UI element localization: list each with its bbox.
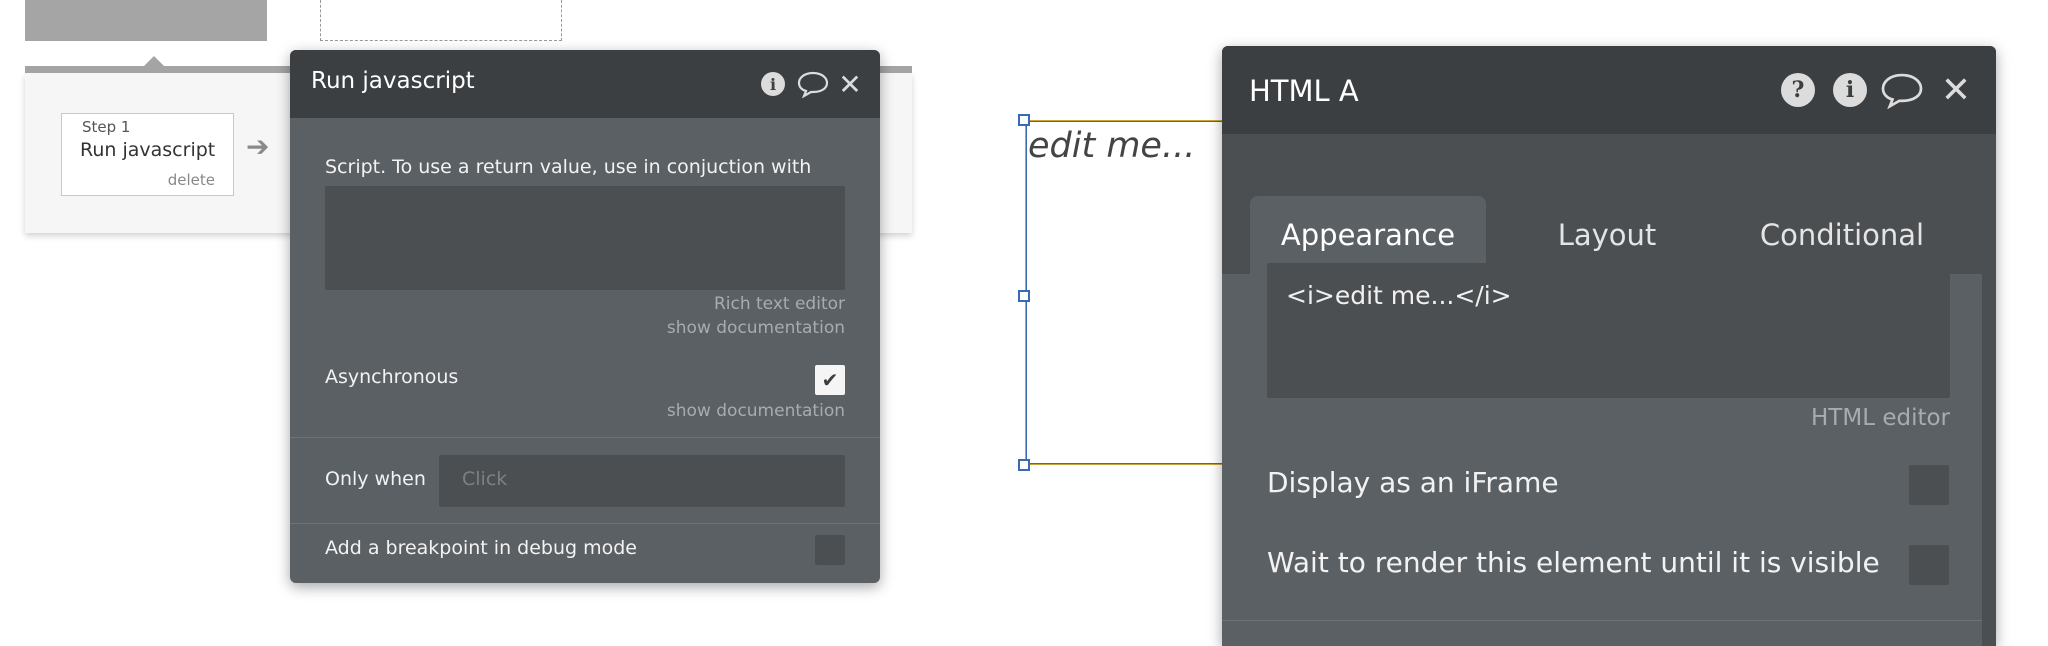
only-when-label: Only when bbox=[325, 468, 426, 490]
panel-header: Run javascript i ✕ bbox=[290, 50, 880, 118]
panel-title: Run javascript bbox=[311, 68, 475, 94]
panel-title: HTML A bbox=[1249, 74, 1359, 108]
rich-text-editor-link[interactable]: Rich text editor bbox=[713, 294, 845, 314]
divider bbox=[290, 523, 880, 524]
resize-handle-top-left[interactable] bbox=[1018, 114, 1030, 126]
asynchronous-label: Asynchronous bbox=[325, 366, 459, 388]
panel-header: HTML A ? i ✕ bbox=[1222, 46, 1996, 134]
script-label: Script. To use a return value, use in co… bbox=[325, 156, 812, 178]
comment-icon[interactable] bbox=[1878, 46, 1926, 134]
workflow-pointer bbox=[142, 56, 166, 68]
workflow-step-card[interactable]: Step 1 Run javascript delete bbox=[61, 113, 234, 196]
divider bbox=[1222, 620, 1982, 621]
resize-handle-bottom-left[interactable] bbox=[1018, 459, 1030, 471]
html-properties-panel: HTML A ? i ✕ Appearance Layout Condition… bbox=[1222, 46, 1996, 646]
step-title: Run javascript bbox=[80, 139, 216, 161]
html-editor-link[interactable]: HTML editor bbox=[1811, 405, 1950, 431]
html-element-text: edit me... bbox=[1028, 126, 1196, 166]
tab-layout[interactable]: Layout bbox=[1557, 218, 1657, 252]
asynchronous-checkbox[interactable]: ✔ bbox=[815, 365, 845, 395]
tab-appearance[interactable]: Appearance bbox=[1250, 196, 1486, 274]
script-input[interactable] bbox=[325, 186, 845, 290]
breakpoint-checkbox[interactable] bbox=[815, 535, 845, 565]
info-icon[interactable]: i bbox=[758, 50, 788, 118]
iframe-label: Display as an iFrame bbox=[1267, 466, 1559, 499]
iframe-checkbox[interactable] bbox=[1909, 465, 1949, 505]
html-code-value: <i>edit me...</i> bbox=[1286, 281, 1512, 310]
html-code-input[interactable]: <i>edit me...</i> bbox=[1267, 263, 1950, 398]
info-icon[interactable]: i bbox=[1830, 46, 1870, 134]
help-icon[interactable]: ? bbox=[1778, 46, 1818, 134]
tab-bar: Appearance Layout Conditional bbox=[1222, 134, 1996, 274]
wait-render-label: Wait to render this element until it is … bbox=[1267, 546, 1880, 579]
resize-handle-left[interactable] bbox=[1018, 290, 1030, 302]
checkmark-icon: ✔ bbox=[821, 368, 839, 392]
html-element-selection bbox=[1026, 121, 1224, 464]
step-delete-link[interactable]: delete bbox=[167, 171, 215, 189]
step-number: Step 1 bbox=[82, 118, 131, 136]
close-icon[interactable]: ✕ bbox=[838, 67, 862, 101]
comment-icon[interactable] bbox=[796, 50, 830, 118]
wait-render-checkbox[interactable] bbox=[1909, 545, 1949, 585]
divider bbox=[290, 437, 880, 438]
show-documentation-link[interactable]: show documentation bbox=[666, 401, 845, 421]
only-when-input[interactable]: Click bbox=[439, 455, 845, 507]
breakpoint-label: Add a breakpoint in debug mode bbox=[325, 537, 637, 559]
scrollbar[interactable] bbox=[1982, 274, 1996, 646]
empty-element-slot[interactable] bbox=[320, 0, 562, 41]
element-block[interactable] bbox=[25, 0, 267, 41]
only-when-placeholder: Click bbox=[462, 468, 508, 490]
show-documentation-link[interactable]: show documentation bbox=[666, 318, 845, 338]
close-icon[interactable]: ✕ bbox=[1940, 69, 1972, 111]
arrow-right-icon[interactable]: ➔ bbox=[246, 130, 270, 163]
run-javascript-panel: Run javascript i ✕ Script. To use a retu… bbox=[290, 50, 880, 583]
tab-conditional[interactable]: Conditional bbox=[1759, 218, 1925, 252]
